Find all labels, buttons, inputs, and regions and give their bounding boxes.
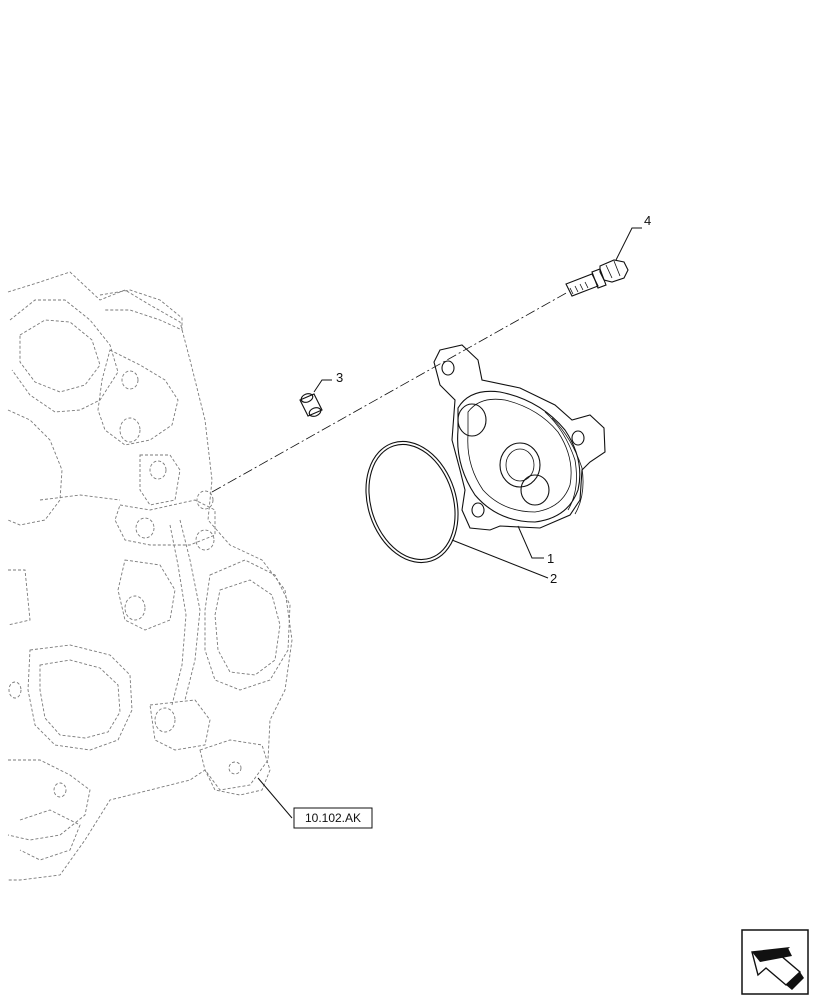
flange-bolt [565, 259, 629, 297]
assembly-axis-line [211, 291, 569, 493]
reference-box[interactable]: 10.102.AK [293, 807, 373, 829]
leader-item-1 [517, 525, 544, 559]
engine-housing-ghost [7, 271, 293, 881]
leader-lines [257, 227, 642, 819]
callout-item-1[interactable]: 1 [547, 551, 554, 566]
leader-reference [257, 777, 293, 819]
cover-flange [433, 344, 606, 531]
bushing [299, 393, 323, 417]
leader-item-4 [615, 227, 642, 261]
o-ring [365, 440, 459, 564]
leader-item-2 [451, 539, 549, 579]
callout-item-4[interactable]: 4 [644, 213, 651, 228]
reference-label[interactable]: 10.102.AK [305, 811, 361, 825]
callout-item-3[interactable]: 3 [336, 370, 343, 385]
leader-item-3 [313, 379, 332, 393]
callout-item-2[interactable]: 2 [550, 571, 557, 586]
page-navigation-arrow-icon[interactable] [741, 929, 809, 995]
